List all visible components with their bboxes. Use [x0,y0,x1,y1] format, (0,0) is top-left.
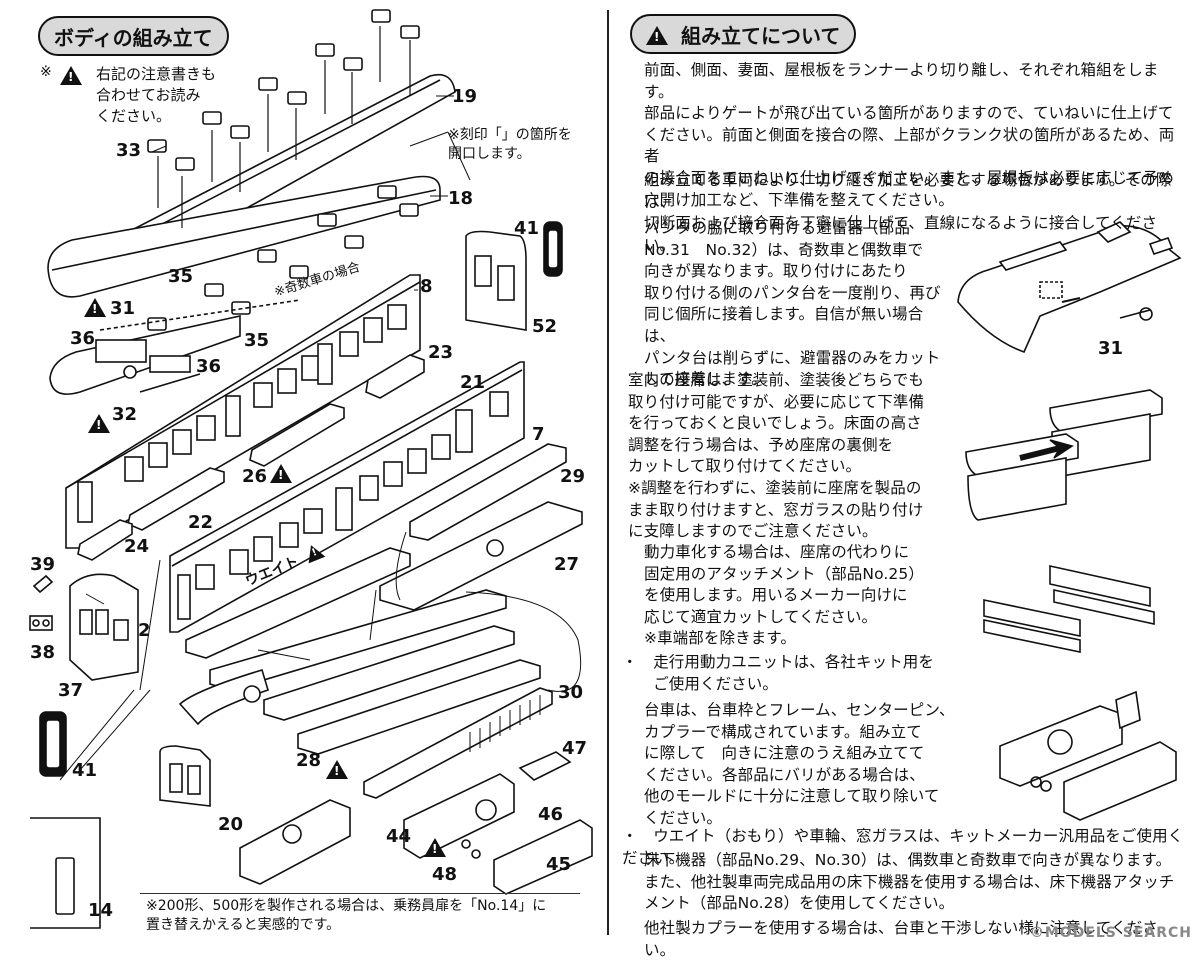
column-divider [607,10,609,935]
part-label: 36 [70,328,96,349]
warning-icon [88,414,110,433]
part-label: 26 [242,466,268,487]
part-label: 44 [386,826,412,847]
warning-icon [326,760,348,779]
part-label: 52 [532,316,558,337]
part-label: 32 [112,404,138,425]
part-label: 23 [428,342,454,363]
warning-icon [84,298,106,317]
part-label: 36 [196,356,222,377]
section-title-text: 組み立てについて [680,24,841,48]
instruction-paragraph: 台車は、台車枠とフレーム、センターピン、 カプラーで構成されています。組み立て … [644,701,955,827]
warning-icon [270,464,292,483]
part-label: 20 [218,814,244,835]
section-title-about-assembly: 組み立てについて [630,14,857,54]
part-label: 14 [88,900,114,921]
part-label: 30 [558,682,584,703]
instruction-paragraph: 動力車化する場合は、座席の代わりに 固定用のアタッチメント（部品No.25） を… [644,543,924,648]
caution-mark: ※ [40,64,52,80]
bottom-note: ※200形、500形を製作される場合は、乗務員扉を「No.14」に 置き替えかえ… [146,898,547,933]
part-label: 33 [116,140,142,161]
warning-icon [60,66,82,85]
part-label: 27 [554,554,580,575]
part-label: 19 [452,86,478,107]
section-title-text: ボディの組み立て [54,26,213,50]
part-label: 39 [30,554,56,575]
part-label: 8 [420,276,433,297]
part-label: 22 [188,512,214,533]
warning-icon [424,838,446,857]
instruction-paragraph: 前面、側面、妻面、屋根板をランナーより切り離し、それぞれ箱組をします。 部品によ… [644,61,1175,209]
part-label: 45 [546,854,572,875]
part-label: 29 [560,466,586,487]
bottom-note-box [140,893,580,936]
caution-text: 右記の注意書きも 合わせてお読み ください。 [96,65,217,125]
part-label: 41 [514,218,540,239]
instruction-paragraph: パンタの脇に取り付ける避雷器（部品 No.31 No.32）は、奇数車と偶数車で… [644,219,941,389]
instruction-paragraph: ・ 走行用動力ユニットは、各社キット用を ご使用ください。 [622,653,935,693]
part-label: 28 [296,750,322,771]
part-label: 18 [448,188,474,209]
part-label: 35 [244,330,270,351]
part-label: 47 [562,738,588,759]
figure-label: 31 [1098,338,1124,359]
instruction-paragraph: 床下機器（部品No.29、No.30）は、偶数車と奇数車で向きが異なります。 ま… [644,851,1175,913]
part-label: 38 [30,642,56,663]
part-label: 35 [168,266,194,287]
part-label: 48 [432,864,458,885]
part-label: 46 [538,804,564,825]
part-label: 41 [72,760,98,781]
instruction-paragraph: 室内の座席は、塗装前、塗装後どちらでも 取り付け可能ですが、必要に応じて下準備 … [628,371,925,541]
part-label: 37 [58,680,84,701]
part-label: 7 [532,424,545,445]
instruction-paragraph: ・ ウエイト（おもり）や車輪、窓ガラスは、キットメーカー汎用品をご使用ください。 [622,827,1184,867]
part-label: 2 [138,620,151,641]
part-label: 21 [460,372,486,393]
part-label: 24 [124,536,150,557]
section-title-body-assembly: ボディの組み立て [38,16,229,56]
instruction-paragraph: 組み立てる車両により、切り継ぎ加工を必要とする場合があります。その際は、 切断面… [644,171,1172,254]
engrave-note: ※刻印「」の箇所を 開口します。 [448,127,572,162]
part-label: 31 [110,298,136,319]
watermark: ©MODELS SEARCH [1029,925,1192,941]
warning-icon [646,26,668,45]
